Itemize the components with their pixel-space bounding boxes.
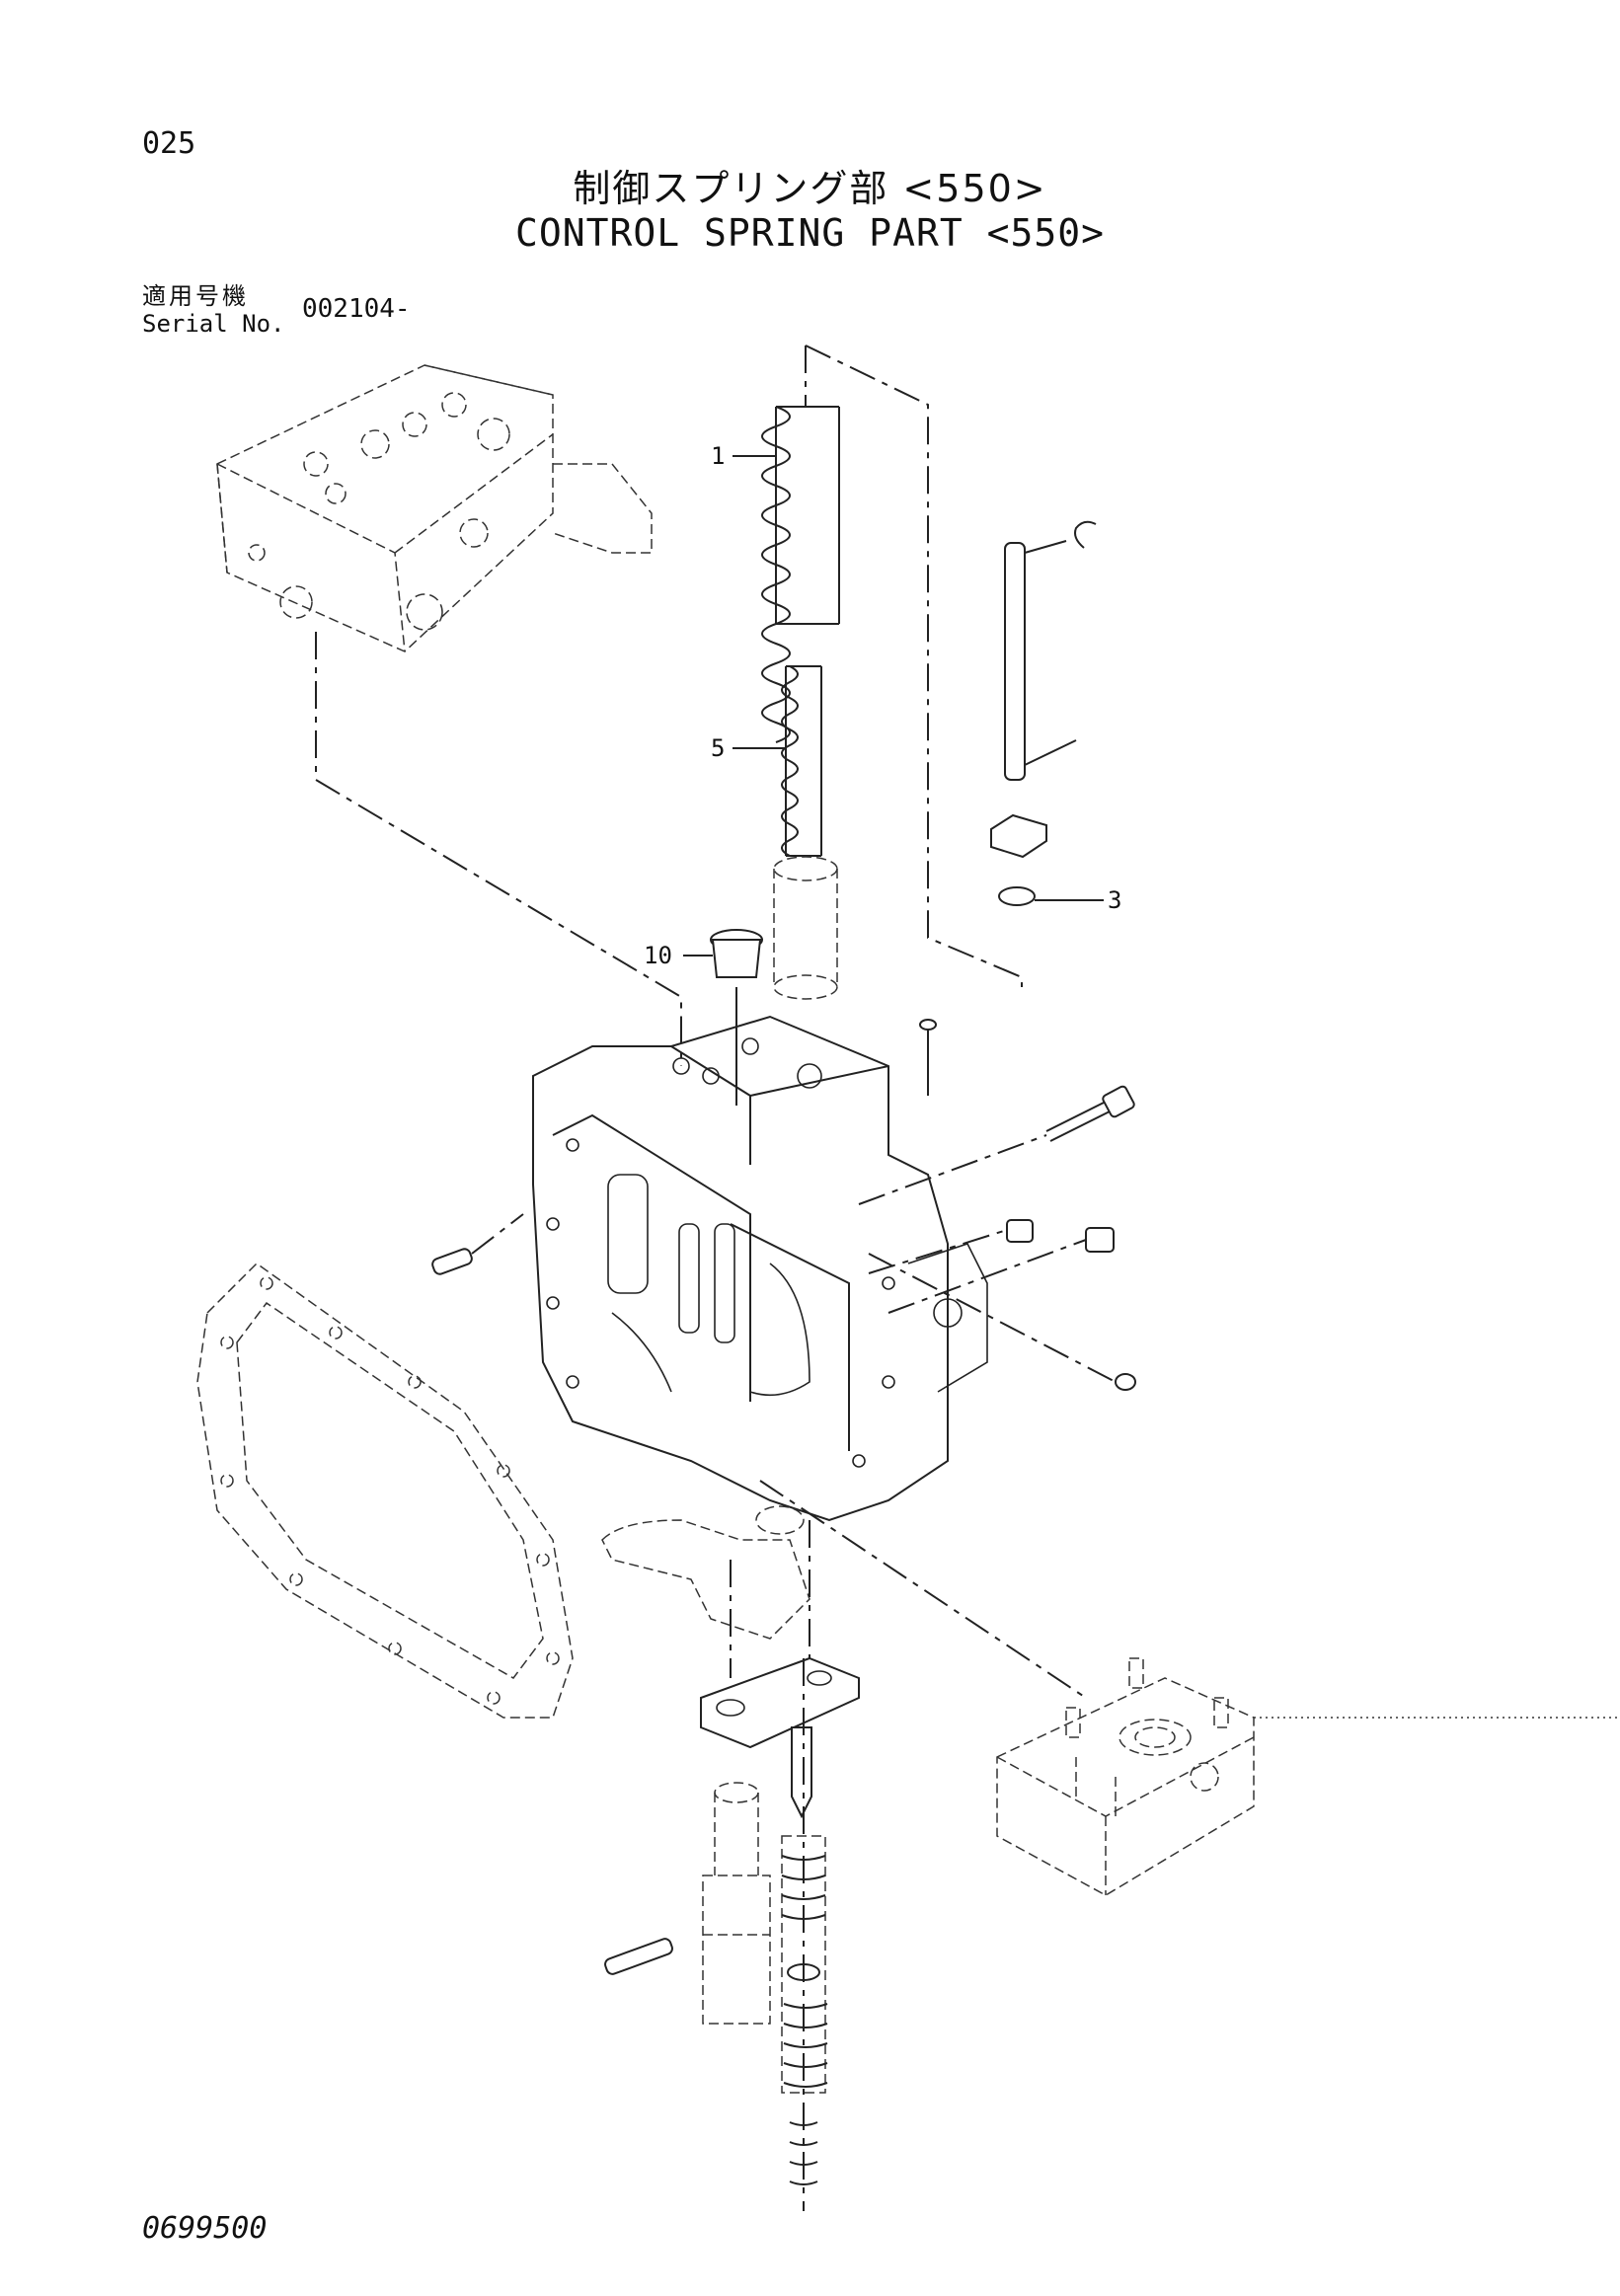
drawing-number: 0699500 <box>142 2211 268 2246</box>
lever-centerline <box>759 1480 1087 1699</box>
piston-sleeve-phantom <box>773 856 838 1000</box>
bolt-centerline <box>858 1134 1047 1205</box>
serial-label-japanese: 適用号機 <box>142 282 249 310</box>
socket-bolt <box>1045 1085 1135 1142</box>
callout-1: 1 <box>711 442 725 470</box>
pin-part <box>990 520 1097 906</box>
gasket-phantom <box>196 1263 574 1719</box>
cylinder-phantom <box>702 1782 771 2025</box>
roll-pin <box>604 1938 673 1975</box>
lever-arm-phantom <box>601 1505 810 1640</box>
plug-part <box>710 929 763 1106</box>
small-plug-b <box>887 1227 1115 1314</box>
set-screw <box>868 1253 1136 1391</box>
screw-top <box>919 1019 937 1096</box>
pump-housing <box>532 1015 988 1522</box>
control-spring-outer <box>761 406 840 743</box>
valve-block-phantom <box>216 364 653 652</box>
bracket-plate <box>700 1656 860 1749</box>
serial-label-english: Serial No. <box>142 310 285 338</box>
callout-5: 3 <box>1108 886 1121 914</box>
page-number: 025 <box>142 126 196 161</box>
callout-3: 5 <box>711 734 725 762</box>
dowel-pin-left <box>431 1213 524 1275</box>
spring-centerline <box>805 344 1023 987</box>
page-title-english: CONTROL SPRING PART <550> <box>515 211 1105 255</box>
control-spring-inner <box>781 665 822 857</box>
cover-block-phantom <box>996 1657 1620 1896</box>
serial-number-value: 002104- <box>302 294 411 324</box>
callout-10: 10 <box>644 942 672 969</box>
page-title-japanese: 制御スプリング部 <550> <box>573 167 1047 210</box>
valve-block-centerline <box>315 632 682 1066</box>
spool-assembly <box>781 1658 828 2211</box>
